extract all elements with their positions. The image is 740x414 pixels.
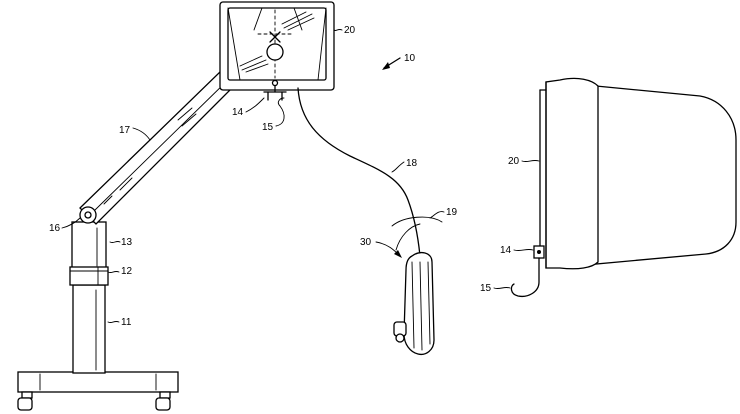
label-beam: 19 xyxy=(446,207,458,218)
label-handpiece: 30 xyxy=(360,237,372,248)
cable xyxy=(298,88,420,256)
handpiece xyxy=(394,253,434,355)
label-cable-short-side: 15 xyxy=(480,283,492,294)
connector-side xyxy=(511,246,544,296)
label-base: 11 xyxy=(121,317,132,328)
label-system: 10 xyxy=(404,53,416,64)
label-connector-side: 14 xyxy=(500,245,512,256)
label-cable: 18 xyxy=(406,158,418,169)
label-monitor-front: 20 xyxy=(344,25,356,36)
monitor-side xyxy=(540,78,736,268)
stand-base xyxy=(18,372,178,410)
label-pivot: 16 xyxy=(49,223,61,234)
label-column-upper: 13 xyxy=(121,237,133,248)
connector-front xyxy=(264,92,286,100)
monitor-front xyxy=(220,2,334,92)
label-arm: 17 xyxy=(119,125,131,136)
stand-column xyxy=(72,222,106,373)
label-connector: 14 xyxy=(232,107,244,118)
height-collar xyxy=(70,267,108,285)
support-arm xyxy=(80,70,236,224)
pivot-joint xyxy=(80,207,96,223)
label-cable-short: 15 xyxy=(262,122,274,133)
label-collar: 12 xyxy=(121,266,133,277)
label-monitor-side: 20 xyxy=(508,156,520,167)
